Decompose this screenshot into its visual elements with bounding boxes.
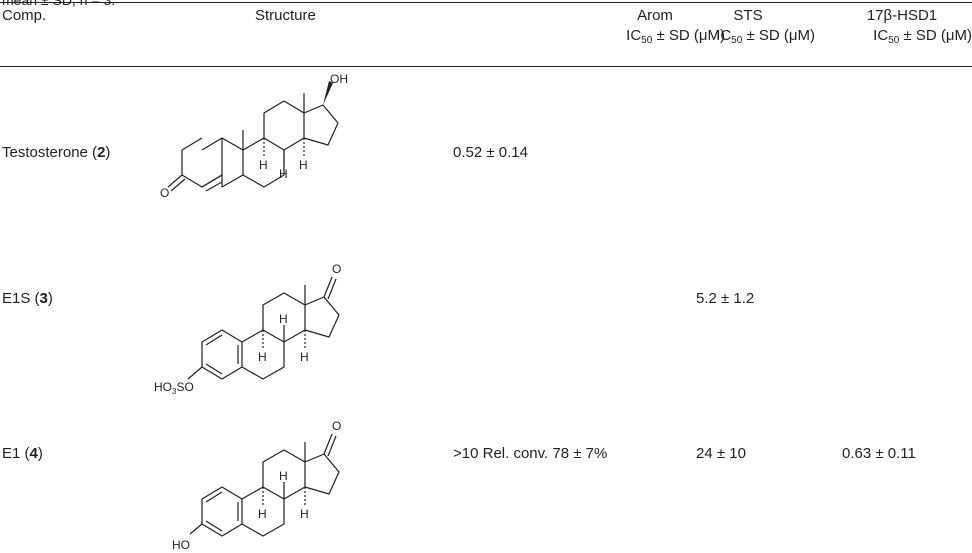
oxo-label: O	[160, 186, 169, 200]
header-structure: Structure	[255, 7, 316, 24]
header-compound: Comp.	[2, 7, 47, 24]
h-label: H	[258, 350, 267, 364]
oxo-label: O	[332, 419, 341, 433]
header-hsd-ic: IC50 ± SD (μM)	[873, 27, 972, 46]
table-top-rule	[0, 2, 972, 3]
header-rule	[0, 66, 972, 67]
testosterone-structure-drawing: OH O H H H	[160, 72, 348, 200]
arom-value: 0.52 ± 0.14	[453, 144, 528, 161]
h-label: H	[258, 507, 267, 521]
header-arom-name: Arom	[637, 7, 673, 24]
compound-cell: Testosterone (2)	[2, 144, 111, 161]
header-sts-ic: IC50 ± SD (μM)	[716, 27, 815, 46]
header-sts-name: STS	[733, 7, 763, 24]
compound-cell: E1S (3)	[2, 290, 53, 307]
compound-cell: E1 (4)	[2, 445, 43, 462]
header-arom-ic: IC50 ± SD (μM)	[626, 27, 725, 46]
hydroxyl-label: OH	[330, 72, 348, 86]
hydroxyl-label: HO	[172, 538, 190, 552]
header-hsd-name: 17β-HSD1	[866, 7, 938, 24]
sts-value: 5.2 ± 1.2	[696, 290, 755, 307]
header-hsd: 17β-HSD1 IC50 ± SD (μM)	[806, 6, 972, 46]
h-label: H	[279, 167, 288, 181]
h-label: H	[300, 507, 309, 521]
e1s-structure-drawing: O HO3SO H H H	[154, 262, 341, 396]
e1-structure-drawing: O HO H H H	[172, 419, 341, 552]
sts-value: 24 ± 10	[696, 445, 746, 462]
h-label: H	[259, 158, 268, 172]
hsd-value: 0.63 ± 0.11	[842, 445, 916, 462]
h-label: H	[299, 158, 308, 172]
header-arom: Arom IC50 ± SD (μM)	[565, 6, 725, 46]
h-label: H	[279, 469, 288, 483]
h-label: H	[300, 350, 309, 364]
header-sts: STS IC50 ± SD (μM)	[655, 6, 815, 46]
sulfate-label: HO3SO	[154, 380, 194, 396]
arom-value: >10 Rel. conv. 78 ± 7%	[453, 445, 608, 462]
oxo-label: O	[332, 262, 341, 276]
caption-fragment: mean ± SD, n = 3.	[2, 0, 116, 8]
h-label: H	[279, 312, 288, 326]
